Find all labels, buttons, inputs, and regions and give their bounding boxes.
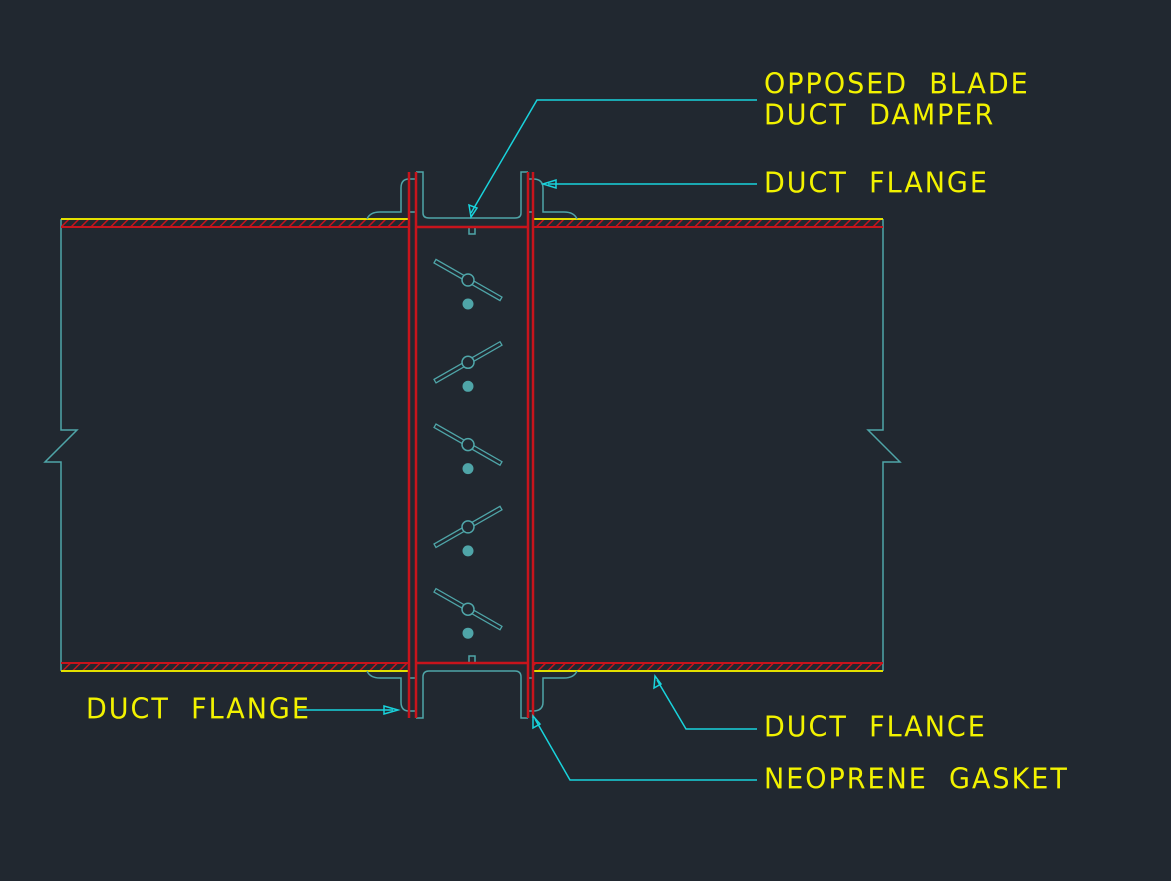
damper-channel-bottom [416,670,528,719]
flange-top-left [366,178,410,220]
blade-axle-icon [461,520,475,534]
flange-bottom-left [366,670,410,712]
label-duct-flance: DUCT FLANCE [764,711,987,744]
damper-frame [407,172,535,718]
leader-gasket [534,718,757,781]
blade-plate [433,423,503,467]
blade-plate [433,505,503,549]
label-duct-flange-bottom: DUCT FLANGE [86,693,311,726]
blade-axle-icon [461,602,475,616]
label-neoprene-gasket: NEOPRENE GASKET [764,763,1069,796]
blade-axle-icon [461,273,475,287]
damper-blade [433,587,503,639]
damper-blade [433,423,503,475]
damper-blades [433,258,503,639]
leader-flance [656,679,757,730]
blade-axle-icon [461,355,475,370]
label-duct-flange-top: DUCT FLANGE [764,167,989,200]
damper-blade [433,340,503,392]
linkage-pin-icon [462,627,474,639]
flange-top-right [532,178,578,220]
blade-plate [433,258,503,302]
blade-plate [433,340,503,384]
stop-tab-top [468,227,476,235]
damper-blade [433,258,503,310]
duct-wall-bottom [61,662,883,672]
blade-axle-icon [461,437,475,452]
label-opposed-blade: OPPOSED BLADE [764,68,1030,101]
duct-outline [43,219,902,671]
duct-wall-top [61,218,883,228]
label-duct-damper: DUCT DAMPER [764,99,996,132]
linkage-pin-icon [462,298,474,310]
stop-tab-bottom [468,655,476,663]
linkage-pin-icon [462,463,474,475]
leader-opposed-blade [470,99,757,214]
damper-channel-top [416,171,528,219]
linkage-pin-icon [462,380,474,392]
leader-lines [298,99,757,781]
left-break-line [43,219,79,671]
flange-bottom-right [532,670,578,712]
right-break-line [866,219,902,671]
damper-blade [433,505,503,557]
linkage-pin-icon [462,545,474,557]
blade-plate [433,587,503,631]
